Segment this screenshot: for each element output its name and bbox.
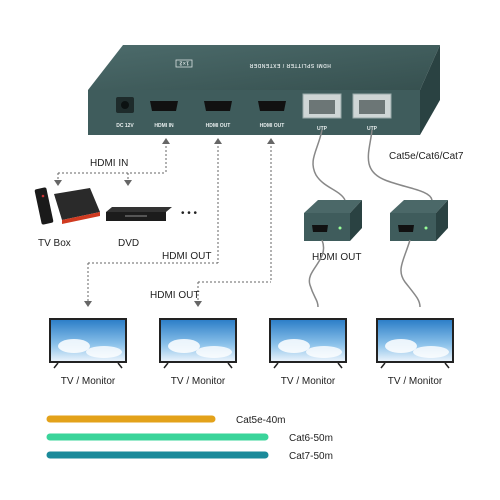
- tv-box: [34, 187, 100, 225]
- legend-label-cat5e: Cat5e-40m: [236, 415, 285, 426]
- receiver-hdmi-out-label: HDMI OUT: [312, 252, 361, 263]
- monitor-label-4: TV / Monitor: [388, 376, 443, 387]
- dvd-player: [106, 207, 172, 221]
- hdmi-out-port-1: HDMI OUT: [204, 101, 232, 129]
- dvd-arrow: [124, 180, 132, 186]
- svg-text:DC 12V: DC 12V: [116, 123, 134, 129]
- dc-port: DC 12V: [116, 97, 134, 129]
- monitor-2: [159, 318, 237, 369]
- hdmi-in-port: HDMI IN: [150, 101, 178, 129]
- hdmi-in-arrow: [162, 138, 170, 144]
- hdmi-out-route-1: [87, 142, 219, 303]
- device-side: [420, 45, 440, 135]
- rx2-hdmi-cable: [400, 239, 421, 308]
- utp-cable-2: [367, 129, 433, 201]
- cable-type-label: Cat5e/Cat6/Cat7: [389, 151, 464, 162]
- monitor-label-1: TV / Monitor: [61, 376, 116, 387]
- out2-arrow: [194, 301, 202, 307]
- dvd-label: DVD: [118, 238, 139, 249]
- svg-text:HDMI OUT: HDMI OUT: [206, 123, 231, 129]
- out1-arrow: [84, 301, 92, 307]
- hdmi-out-label-2: HDMI OUT: [150, 290, 199, 301]
- monitor-label-2: TV / Monitor: [171, 376, 226, 387]
- monitor-3: [269, 318, 347, 369]
- out1-port-arrow: [214, 138, 222, 144]
- monitor-4: [376, 318, 454, 369]
- receiver-2: [390, 200, 448, 241]
- tvbox-arrow: [54, 180, 62, 186]
- monitor-label-3: TV / Monitor: [281, 376, 336, 387]
- rx1-hdmi-cable: [308, 239, 325, 308]
- hdmi-in-route: [57, 142, 167, 182]
- svg-text:HDMI IN: HDMI IN: [154, 123, 174, 129]
- device-logo-box: [175, 59, 193, 68]
- hdmi-in-label: HDMI IN: [90, 158, 128, 169]
- svg-text:UTP: UTP: [317, 126, 328, 132]
- monitor-1: [49, 318, 127, 369]
- more-sources-dots: • • •: [181, 208, 198, 219]
- splitter-device: HDMI SPLITTER / EXTENDER 1×2 DC 12V HDMI…: [88, 45, 440, 135]
- device-top-label: HDMI SPLITTER / EXTENDER: [249, 62, 331, 68]
- legend: Cat5e-40m Cat6-50m Cat7-50m: [46, 415, 333, 462]
- legend-label-cat6: Cat6-50m: [289, 433, 333, 444]
- legend-label-cat7: Cat7-50m: [289, 451, 333, 462]
- utp-port-1: UTP: [302, 93, 342, 132]
- hdmi-out-port-2: HDMI OUT: [258, 101, 286, 129]
- device-logo: 1×2: [179, 60, 189, 66]
- device-top: [88, 45, 440, 90]
- svg-text:HDMI OUT: HDMI OUT: [260, 123, 285, 129]
- hdmi-out-label-1: HDMI OUT: [162, 251, 211, 262]
- out2-port-arrow: [267, 138, 275, 144]
- remote-icon: [34, 187, 54, 225]
- svg-text:UTP: UTP: [367, 126, 378, 132]
- utp-cable-1: [312, 129, 346, 201]
- hdmi-out-route-2: [197, 142, 272, 303]
- tv-box-label: TV Box: [38, 238, 71, 249]
- receiver-1: [304, 200, 362, 241]
- utp-port-2: UTP: [352, 93, 392, 132]
